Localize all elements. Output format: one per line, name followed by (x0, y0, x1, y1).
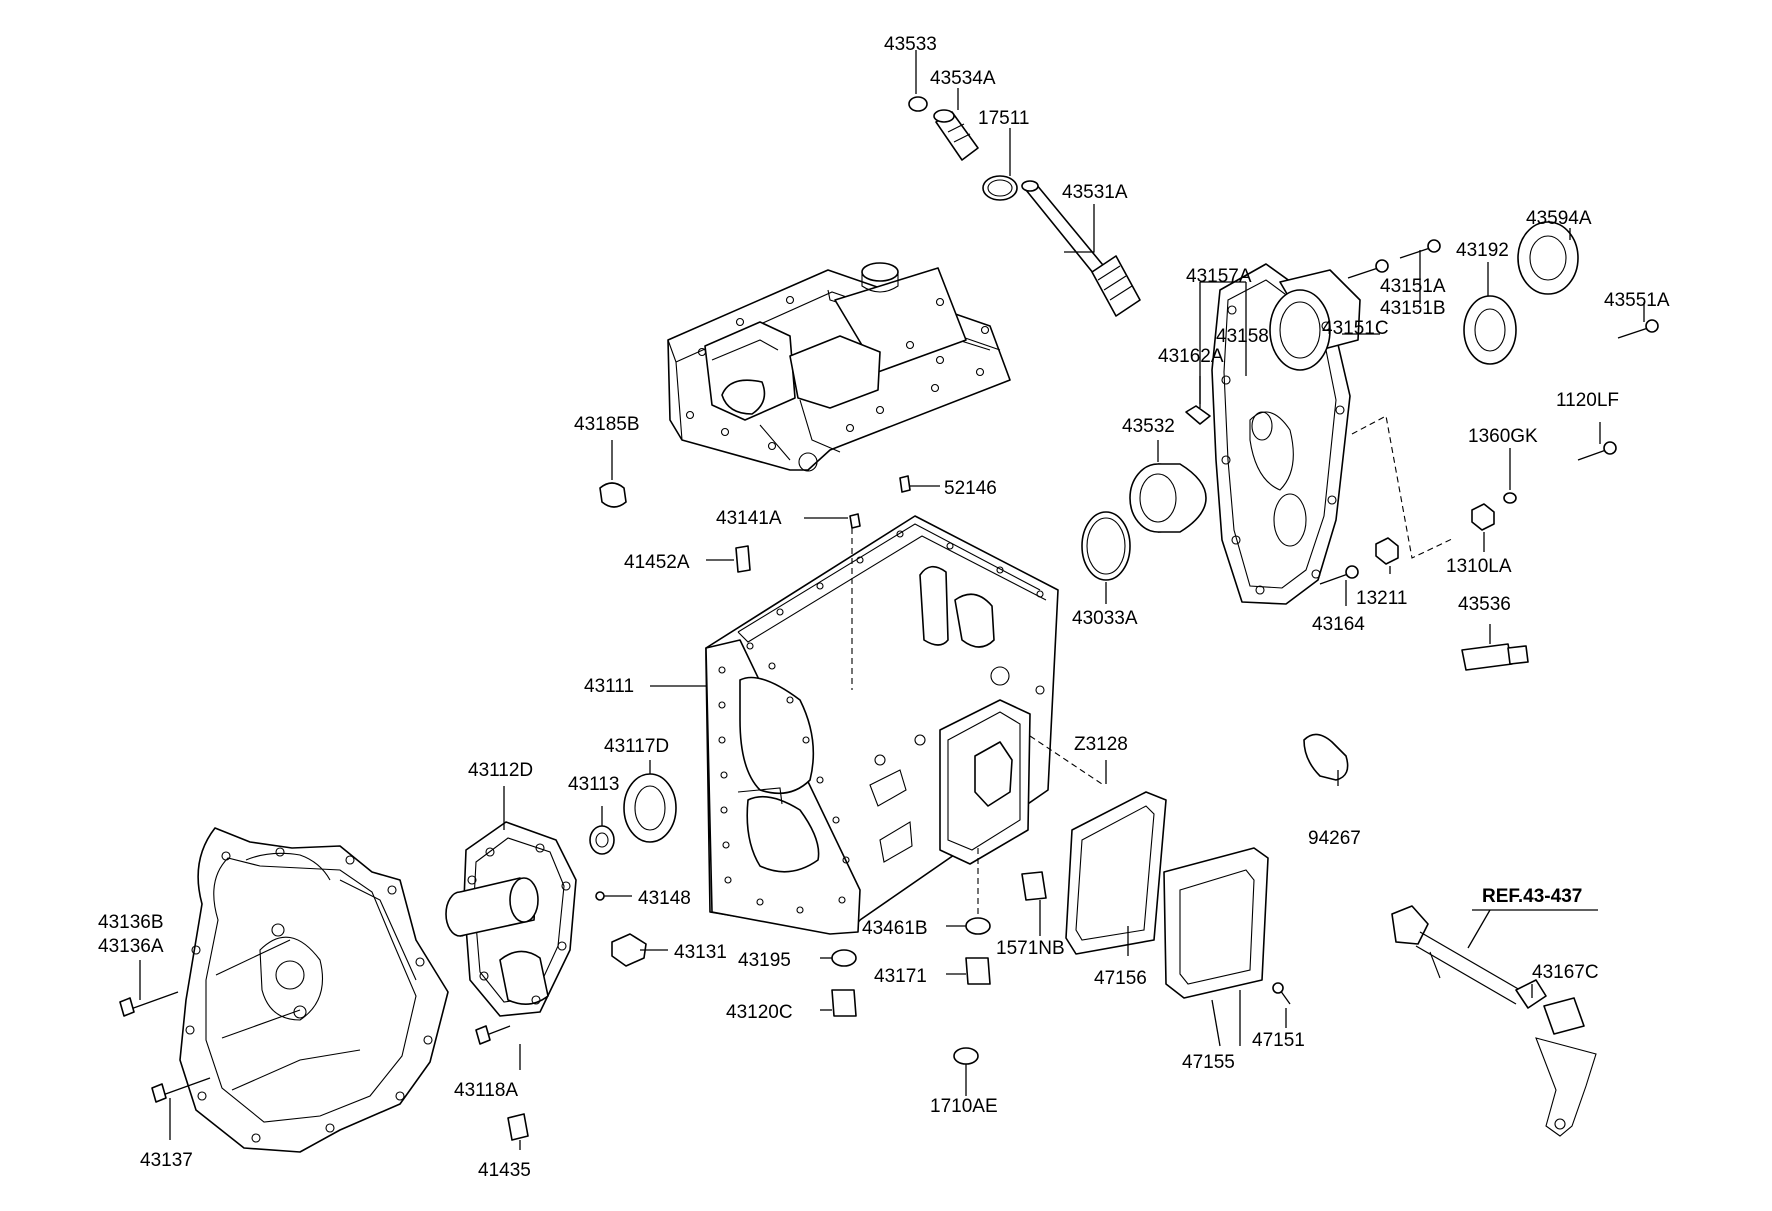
seal-43533-drawing (908, 96, 928, 112)
label-94267: 94267 (1308, 828, 1361, 849)
label-47155: 47155 (1182, 1052, 1235, 1073)
label-43118a: 43118A (454, 1080, 518, 1101)
dowel-41435-drawing (507, 1113, 529, 1141)
label-43136b: 43136B (98, 912, 164, 933)
washer-43113-drawing (589, 825, 615, 855)
nut-13211-drawing (1375, 537, 1399, 565)
speedometer-shaft-drawing (1021, 180, 1141, 317)
alignment-line-extension (1351, 415, 1455, 559)
label-1360gk: 1360GK (1468, 426, 1538, 447)
label-43551a: 43551A (1604, 290, 1670, 311)
bolt-drawings (119, 239, 1659, 1103)
label-41435: 41435 (478, 1160, 531, 1181)
bearing-43594a-drawing (1517, 221, 1579, 295)
oil-seal-43192-drawing (1463, 295, 1517, 365)
side-cover-47155-drawing (1163, 847, 1269, 999)
label-43033a: 43033A (1072, 608, 1138, 629)
sensor-43536-drawing (1461, 643, 1529, 671)
clutch-housing-drawing (179, 827, 449, 1153)
part-94267-drawing (1303, 733, 1349, 781)
pin-52146-drawing (899, 475, 911, 493)
label-43534a: 43534A (930, 68, 996, 89)
label-43151a: 43151A (1380, 276, 1446, 297)
label-1310la: 1310LA (1446, 556, 1512, 577)
label-13211: 13211 (1356, 588, 1407, 609)
nut-1310la-drawing (1471, 503, 1495, 531)
label-43171: 43171 (874, 966, 927, 987)
label-1571nb: 1571NB (996, 938, 1065, 959)
label-43112d: 43112D (468, 760, 533, 781)
label-43148: 43148 (638, 888, 691, 909)
label-43141a: 43141A (716, 508, 782, 529)
plug-1571nb-drawing (1021, 871, 1047, 901)
label-43131: 43131 (674, 942, 727, 963)
label-41452a: 41452A (624, 552, 690, 573)
label-43185b: 43185B (574, 414, 640, 435)
washer-43195-drawing (831, 949, 857, 967)
transmission-case-drawing (705, 515, 1059, 935)
label-z3128: Z3128 (1074, 734, 1128, 755)
label-43151b: 43151B (1380, 298, 1446, 319)
label-43531a: 43531A (1062, 182, 1128, 203)
label-52146: 52146 (944, 478, 997, 499)
label-43533: 43533 (884, 34, 937, 55)
plug-43148-drawing (595, 891, 605, 901)
leader-lines (139, 50, 1645, 1150)
ref-label[interactable]: REF.43-437 (1482, 886, 1582, 907)
label-43195: 43195 (738, 950, 791, 971)
oil-seal-43117d-drawing (623, 773, 677, 843)
label-1710ae: 1710AE (930, 1096, 998, 1117)
front-bearing-retainer-drawing (445, 821, 577, 1017)
speedometer-sleeve-drawing (933, 109, 979, 161)
gasket-43033a-drawing (1081, 511, 1131, 581)
plug-43185b-drawing (599, 482, 627, 508)
label-43167c: 43167C (1532, 962, 1599, 983)
label-43461b: 43461B (862, 918, 928, 939)
label-43158: 43158 (1216, 326, 1269, 347)
label-43164: 43164 (1312, 614, 1365, 635)
label-43157a: 43157A (1186, 266, 1252, 287)
label-43151c: 43151C (1322, 318, 1389, 339)
label-1120lf: 1120LF (1556, 390, 1619, 411)
label-43162a: 43162A (1158, 346, 1224, 367)
label-47151: 47151 (1252, 1030, 1305, 1051)
label-47156: 47156 (1094, 968, 1147, 989)
label-43136a: 43136A (98, 936, 164, 957)
plug-43171-drawing (965, 957, 991, 985)
alignment-line-z3128 (1029, 735, 1103, 785)
gasket-47156-drawing (1065, 791, 1167, 955)
label-43137: 43137 (140, 1150, 193, 1171)
switch-43131-drawing (611, 933, 647, 967)
label-43113: 43113 (568, 774, 619, 795)
label-43111: 43111 (584, 676, 634, 697)
washer-1710ae-drawing (953, 1047, 979, 1065)
label-43192: 43192 (1456, 240, 1509, 261)
plug-43120c-drawing (831, 989, 857, 1017)
extension-housing-drawing (1211, 263, 1361, 605)
label-43594a: 43594A (1526, 208, 1592, 229)
label-43536: 43536 (1458, 594, 1511, 615)
needle-bearing-drawing (1129, 463, 1207, 533)
ref-43-437-assembly-drawing (1391, 905, 1597, 1137)
label-43120c: 43120C (726, 1002, 793, 1023)
label-43117d: 43117D (604, 736, 669, 757)
label-17511: 17511 (978, 108, 1029, 129)
pin-43141a-drawing (849, 513, 861, 529)
spring-41452a-drawing (735, 545, 751, 573)
washer-43461b-drawing (965, 917, 991, 935)
washer-1360gk-drawing (1503, 492, 1517, 504)
plug-43162a-drawing (1185, 405, 1211, 425)
top-cover-drawing (667, 262, 1011, 472)
label-43532: 43532 (1122, 416, 1175, 437)
